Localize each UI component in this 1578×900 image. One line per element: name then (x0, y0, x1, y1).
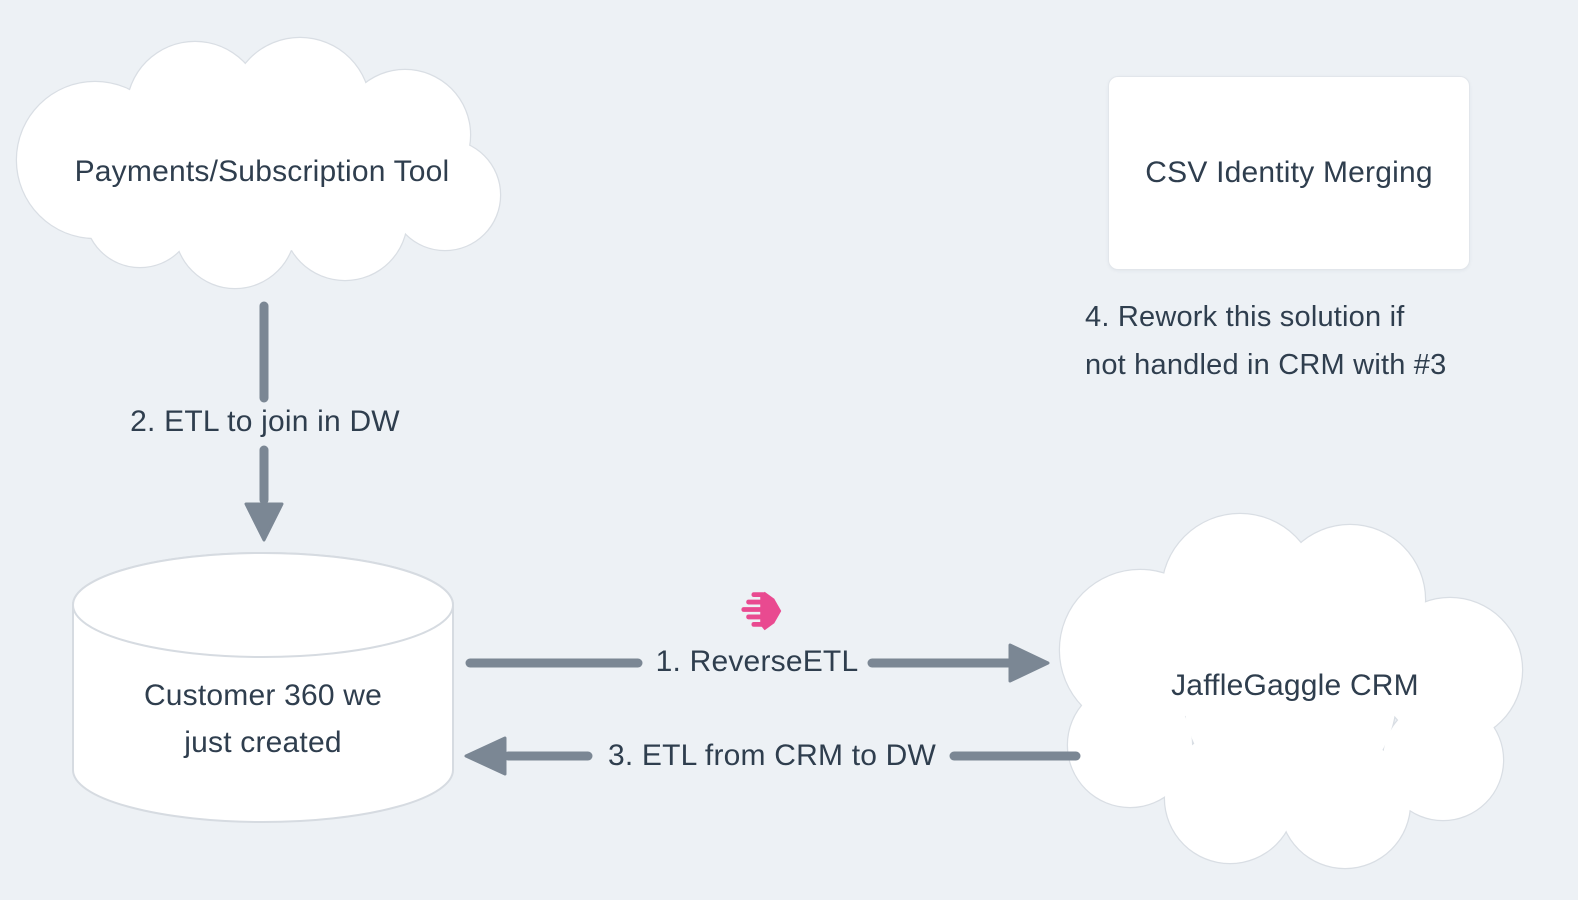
etl-from-crm-arrow-label: 3. ETL from CRM to DW (607, 739, 937, 772)
etl-to-dw-arrow (244, 301, 284, 542)
crm-cloud-label: JaffleGaggle CRM (1171, 669, 1419, 702)
etl-to-dw-arrow-label: 2. ETL to join in DW (130, 405, 400, 438)
arrow-right-head (1008, 643, 1050, 683)
csv-identity-box-label: CSV Identity Merging (1145, 156, 1433, 189)
warehouse-cylinder-label: Customer 360 we just created (143, 679, 383, 759)
etl-from-crm-arrow (464, 736, 1081, 776)
warehouse-cylinder-shape (72, 552, 454, 823)
rework-note-line-1: 4. Rework this solution if (1085, 301, 1405, 333)
rework-note-line-2: not handled in CRM with #3 (1085, 349, 1447, 381)
reverse-etl-arrow-label: 1. ReverseETL (655, 645, 859, 678)
payments-cloud-label: Payments/Subscription Tool (74, 155, 450, 188)
arrow-left-head (464, 736, 507, 776)
rework-note: 4. Rework this solution if not handled i… (1085, 293, 1565, 389)
reverse-etl-arrow (465, 643, 1050, 683)
arrow-down-head (244, 502, 284, 542)
hightouch-logo-icon (741, 591, 782, 631)
csv-identity-box: CSV Identity Merging (1108, 76, 1470, 270)
